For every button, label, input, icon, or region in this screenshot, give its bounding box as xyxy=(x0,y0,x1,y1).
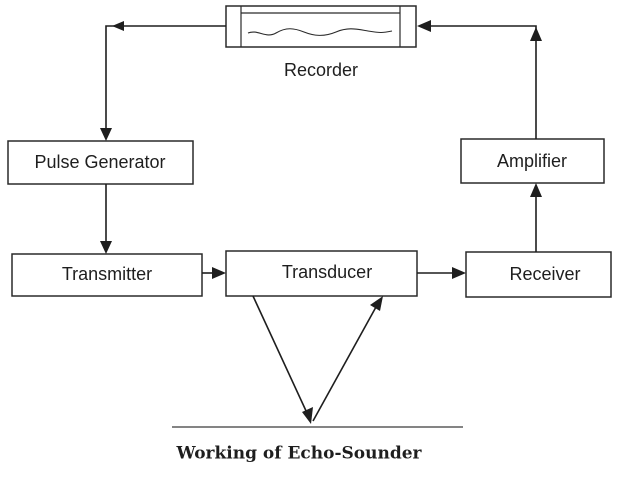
recorder-label: Recorder xyxy=(284,60,358,80)
edge-amplifier-recorder-line xyxy=(430,25,537,139)
amplifier-box xyxy=(460,138,605,184)
arrow-right-icon xyxy=(212,267,226,279)
arrow-down-icon xyxy=(302,407,313,424)
transmitter-box xyxy=(11,253,203,297)
edge-pulse-generator-to-transmitter xyxy=(100,184,112,254)
arrow-down-icon xyxy=(100,241,112,254)
transducer-label: Transducer xyxy=(282,262,372,282)
transmitter-label: Transmitter xyxy=(62,264,152,284)
node-recorder: Recorder xyxy=(225,5,417,80)
edge-recorder-to-pulse-generator xyxy=(100,21,226,141)
node-amplifier: Amplifier xyxy=(460,138,605,184)
diagram-caption: Working of Echo-Sounder xyxy=(175,444,422,464)
edge-transmitter-to-transducer xyxy=(202,267,226,279)
node-transducer: Transducer xyxy=(225,250,418,297)
receiver-label: Receiver xyxy=(509,264,580,284)
arrow-right-icon xyxy=(452,267,466,279)
node-transmitter: Transmitter xyxy=(11,253,203,297)
arrow-left-icon xyxy=(112,21,124,31)
pulse-generator-box xyxy=(7,140,194,185)
outgoing-pulse-line xyxy=(252,295,308,414)
amplifier-label: Amplifier xyxy=(497,151,567,171)
arrow-up-icon xyxy=(530,183,542,197)
arrow-up-icon xyxy=(370,296,383,311)
edge-receiver-to-amplifier xyxy=(530,183,542,252)
edge-amplifier-to-recorder xyxy=(417,20,542,139)
arrow-down-icon xyxy=(100,128,112,141)
returning-echo-line xyxy=(312,306,377,422)
node-receiver: Receiver xyxy=(465,251,612,298)
sound-path xyxy=(252,295,383,424)
arrow-left-icon xyxy=(417,20,431,32)
edge-recorder-pulse-line xyxy=(105,25,226,129)
recorder-trace-icon xyxy=(247,28,393,36)
receiver-box xyxy=(465,251,612,298)
arrow-up-icon xyxy=(530,27,542,41)
recorder-box xyxy=(225,5,417,48)
transducer-box xyxy=(225,250,418,297)
edge-transducer-to-receiver xyxy=(417,267,466,279)
pulse-generator-label: Pulse Generator xyxy=(34,152,165,172)
node-pulse-generator: Pulse Generator xyxy=(7,140,194,185)
